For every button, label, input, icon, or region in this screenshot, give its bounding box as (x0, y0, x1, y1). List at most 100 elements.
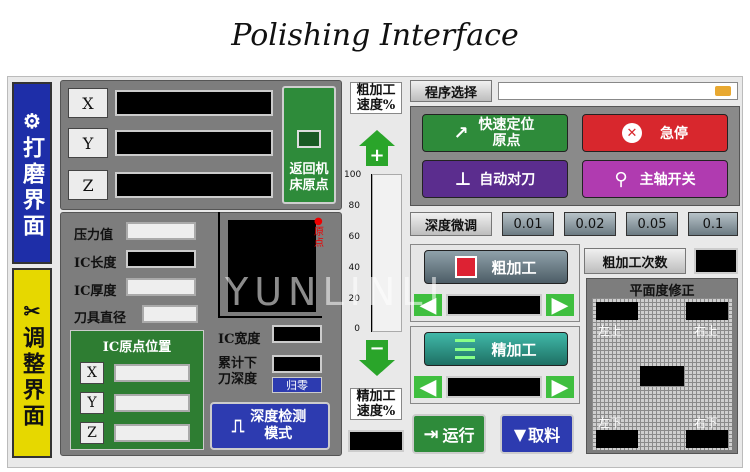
flatness-tr-label: 右上 (694, 324, 719, 338)
rough-button[interactable]: 粗加工 (424, 250, 568, 284)
depth-step-button[interactable]: 0.01 (502, 212, 554, 236)
run-label: 运行 (442, 426, 475, 445)
axis-z-value (115, 172, 273, 198)
monitor-icon (297, 130, 321, 148)
folder-icon (715, 86, 731, 96)
spindle-label: 主轴开关 (639, 172, 696, 188)
stop-icon: ✕ (622, 123, 642, 143)
fine-decrease-arrow-icon[interactable]: ◀ (414, 375, 442, 400)
depth-step-button[interactable]: 0.05 (626, 212, 678, 236)
take-label: 取料 (528, 426, 561, 445)
ic-origin-x-label: X (80, 362, 104, 384)
tool-setter-icon: ⊥ (454, 168, 472, 190)
ic-origin-z-label: Z (80, 422, 104, 444)
speed-tick: 100 (344, 170, 362, 180)
reset-button[interactable]: 归零 (272, 377, 322, 393)
auto-knife-button[interactable]: ⊥ 自动对刀 (422, 160, 568, 198)
quick-origin-button[interactable]: ↗ 快速定位原点 (422, 114, 568, 152)
spindle-button[interactable]: ⚲ 主轴开关 (582, 160, 728, 198)
home-button-label: 返回机床原点 (289, 162, 329, 193)
axis-line-y (218, 212, 220, 318)
rough-count-label: 粗加工次数 (584, 248, 686, 274)
axis-y-label: Y (68, 128, 108, 158)
take-button[interactable]: ▼ 取料 (500, 414, 574, 454)
flatness-br-value[interactable] (686, 430, 728, 448)
axis-line-x (218, 316, 322, 318)
flatness-br-label: 右下 (694, 416, 719, 430)
axis-z-label: Z (68, 170, 108, 200)
ic-length-input[interactable] (126, 250, 196, 268)
axis-x-value (115, 90, 273, 116)
flatness-center-value[interactable] (640, 366, 684, 386)
depth-mode-label: 深度检测模式 (250, 409, 307, 442)
minus-icon: − (366, 340, 388, 360)
fine-speed-label: 精加工速度% (350, 388, 402, 420)
depth-mode-button[interactable]: ⎍ 深度检测模式 (210, 402, 330, 450)
ic-origin-z-input[interactable] (114, 424, 190, 442)
fine-icon (455, 339, 476, 359)
origin-dot-icon: ● (314, 216, 323, 227)
speed-tick: 80 (348, 201, 360, 211)
depth-adjust-label: 深度微调 (410, 212, 492, 236)
ic-origin-title: IC原点位置 (102, 340, 172, 355)
speed-tick: 40 (348, 263, 360, 273)
run-button[interactable]: ⇥ 运行 (412, 414, 486, 454)
speed-up-button[interactable]: + (358, 130, 396, 168)
plus-icon: + (366, 146, 388, 166)
speed-tick: 0 (354, 324, 360, 334)
tab-polishing[interactable]: ⚙ 打磨界面 (12, 82, 52, 264)
axes-icon: ↗ (453, 122, 469, 144)
ic-thickness-label: IC厚度 (74, 284, 117, 299)
rough-icon (455, 256, 478, 278)
estop-button[interactable]: ✕ 急停 (582, 114, 728, 152)
depth-step-button[interactable]: 0.02 (564, 212, 616, 236)
ic-origin-y-label: Y (80, 392, 104, 414)
fine-button[interactable]: 精加工 (424, 332, 568, 366)
axis-x-label: X (68, 88, 108, 118)
depth-step-button[interactable]: 0.1 (688, 212, 738, 236)
pressure-input[interactable] (126, 222, 196, 240)
tool-diameter-input[interactable] (142, 305, 198, 323)
tool-diameter-label: 刀具直径 (74, 311, 127, 326)
tab-polishing-label: 打磨界面 (19, 136, 45, 240)
fine-value (446, 376, 542, 398)
rough-increase-arrow-icon[interactable]: ▶ (546, 293, 574, 318)
origin-label: 原点 (314, 227, 324, 249)
spindle-icon: ⚲ (614, 168, 628, 190)
rough-value (446, 294, 542, 316)
program-select-label: 程序选择 (410, 80, 492, 102)
ic-origin-x-input[interactable] (114, 364, 190, 382)
cumulative-value (272, 355, 322, 373)
ic-width-input[interactable] (272, 325, 322, 343)
rough-label: 粗加工 (491, 258, 537, 277)
home-button[interactable]: 返回机床原点 (282, 86, 336, 204)
ic-width-label: IC宽度 (218, 332, 261, 347)
rough-count-value (694, 248, 738, 274)
flatness-tr-value[interactable] (686, 302, 728, 320)
ic-preview (228, 220, 316, 312)
auto-knife-label: 自动对刀 (479, 172, 536, 188)
flatness-title: 平面度修正 (629, 284, 695, 299)
program-select-input[interactable] (498, 82, 738, 100)
flatness-tl-label: 左上 (598, 324, 623, 338)
origin-marker: ●原点 (314, 216, 326, 249)
gear-icon: ⚙ (23, 109, 41, 133)
speed-tick: 20 (348, 294, 360, 304)
ic-thickness-input[interactable] (126, 278, 196, 296)
watermark: YUNLINLI (225, 270, 446, 314)
quick-origin-label: 快速定位原点 (478, 117, 535, 149)
ic-length-label: IC长度 (74, 256, 117, 271)
speed-down-button[interactable]: − (358, 340, 396, 378)
speed-tick: 60 (348, 232, 360, 242)
fine-increase-arrow-icon[interactable]: ▶ (546, 375, 574, 400)
down-icon: ▼ (513, 424, 527, 444)
flatness-bl-value[interactable] (596, 430, 638, 448)
tab-adjust-label: 调整界面 (19, 326, 45, 430)
probe-icon: ⎍ (231, 415, 245, 437)
ic-origin-y-input[interactable] (114, 394, 190, 412)
rough-decrease-arrow-icon[interactable]: ◀ (414, 293, 442, 318)
speed-slider[interactable] (372, 174, 402, 332)
flatness-tl-value[interactable] (596, 302, 638, 320)
tab-adjust[interactable]: ✂ 调整界面 (12, 268, 52, 458)
fine-speed-value (348, 430, 404, 452)
